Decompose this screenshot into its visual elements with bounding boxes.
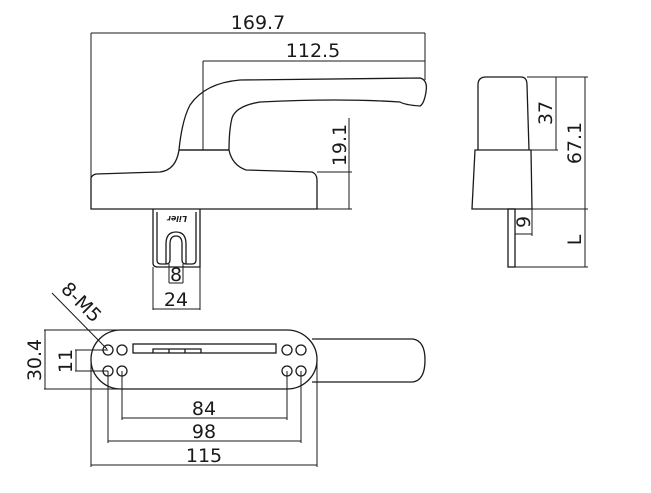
handle-lever — [178, 77, 428, 151]
base-plate — [90, 329, 318, 390]
dim-spindle-thickness: 9 — [513, 216, 535, 228]
dim-overall-length: 169.7 — [231, 12, 285, 34]
side-lower-block — [471, 149, 533, 210]
dim-spindle-slot: 8 — [170, 264, 182, 286]
side-upper-block — [477, 76, 530, 151]
logo-mark: Liler — [166, 214, 187, 223]
dim-hole-spacing-outer: 98 — [192, 421, 216, 443]
side-view: 37 67.1 9 L — [471, 76, 588, 268]
dim-total-height: 67.1 — [564, 122, 586, 164]
dim-spindle-width: 24 — [164, 289, 188, 311]
dim-base-height: 19.1 — [329, 124, 351, 166]
spindle-plate — [152, 209, 201, 268]
screw-hole — [295, 344, 307, 356]
slot — [132, 343, 277, 354]
screw-hole — [281, 344, 293, 356]
dim-base-length: 115 — [186, 445, 222, 467]
dim-upper-height: 37 — [535, 101, 557, 125]
handle-base — [90, 149, 318, 210]
bottom-view: 8-M5 30.4 11 84 98 115 — [24, 278, 426, 467]
spindle-slot — [156, 212, 197, 265]
dim-hole-spacing-inner: 84 — [192, 398, 216, 420]
label-screw-holes: 8-M5 — [56, 278, 105, 327]
dim-base-width: 30.4 — [24, 339, 46, 381]
dim-lever-length: 112.5 — [286, 40, 340, 62]
dim-spindle-length: L — [564, 234, 586, 245]
dim-hole-spacing-vertical: 11 — [55, 349, 77, 373]
lever-extension — [312, 338, 426, 383]
front-view: Liler 169.7 112.5 19.1 8 24 — [90, 12, 428, 311]
side-spindle — [507, 208, 516, 268]
screw-hole — [116, 344, 128, 356]
